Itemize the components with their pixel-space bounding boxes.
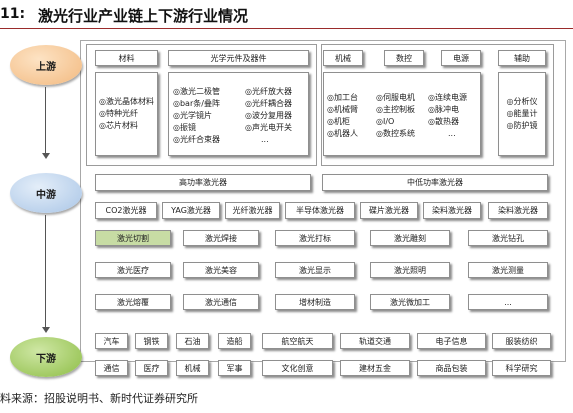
industry-electronics: 电子信息 [417,333,486,349]
industry-textile: 服装纺织 [492,333,551,349]
laser-type-disk: 碟片激光器 [360,202,418,219]
optics-details-box: ◎激光二极管 ◎bar条/叠阵 ◎光学镜片 ◎振镜 ◎光纤合束器 ◎光纤放大器 … [168,72,309,156]
application-laser-communication: 激光通信 [183,294,259,310]
category-materials: 材料 [95,50,158,66]
figure-number: 11: [0,6,26,22]
category-auxiliary: 辅助 [498,50,546,66]
category-cnc: 数控 [384,50,424,66]
power-item: ... [448,129,456,138]
aux-item: ◎防护镜 [506,121,538,130]
cnc-item: ◎主控制板 [376,105,415,114]
application-laser-medical: 激光医疗 [95,262,171,278]
industry-military: 军事 [218,360,251,376]
cnc-item: ◎数控系统 [376,129,415,138]
optics-item: ◎bar条/叠阵 [173,99,220,108]
optics-item: ◎光纤耦合器 [245,99,292,108]
optics-item: ◎声光电开关 [245,123,292,132]
power-item: ◎连续电源 [428,93,467,102]
optics-item: ◎振镜 [173,123,196,132]
application-laser-drilling: 激光钻孔 [468,230,548,246]
industry-aerospace: 航空航天 [262,333,333,349]
stage-midstream-label: 中游 [36,189,56,201]
mid-low-power-lasers: 中低功率激光器 [322,174,548,191]
application-laser-engraving: 激光雕刻 [370,230,450,246]
category-optics: 光学元件及器件 [168,50,309,66]
stage-upstream: 上游 [10,45,82,85]
figure-title: 激光行业产业链上下游行业情况 [38,7,249,25]
laser-type-fiber: 光纤激光器 [225,202,280,219]
optics-item: ◎激光二极管 [173,87,220,96]
mech-item: ◎机械臂 [327,105,358,114]
industry-research: 科学研究 [492,360,551,376]
materials-item: ◎激光晶体材料 [99,97,154,106]
industry-culture: 文化创意 [262,360,333,376]
mech-item: ◎机柜 [327,117,350,126]
category-mechanical: 机械 [323,50,363,66]
title-divider [0,28,573,29]
power-item: ◎散热器 [428,117,459,126]
mech-item: ◎加工台 [327,93,358,102]
arrow-mid-to-down [45,215,46,327]
laser-type-dye: 染料激光器 [423,202,481,219]
laser-type-semiconductor: 半导体激光器 [285,202,355,219]
mech-cnc-power-details-box: ◎加工台 ◎机械臂 ◎机柜 ◎机器人 ◎伺服电机 ◎主控制板 ◎I/O ◎数控系… [323,72,481,156]
auxiliary-details-box: ◎分析仪 ◎能量计 ◎防护镜 [498,72,546,156]
laser-type-co2: CO2激光器 [95,202,157,219]
application-laser-cutting: 激光切割 [95,230,171,246]
arrow-up-to-mid [45,87,46,153]
cnc-item: ◎伺服电机 [376,93,415,102]
industry-building-materials: 建材五金 [340,360,410,376]
aux-item: ◎分析仪 [506,97,538,106]
application-laser-lighting: 激光照明 [370,262,450,278]
power-item: ◎脉冲电 [428,105,459,114]
industry-telecom: 通信 [95,360,128,376]
industry-steel: 钢铁 [135,333,168,349]
application-additive-manufacturing: 增材制造 [275,294,355,310]
application-laser-cladding: 激光熔覆 [95,294,171,310]
stage-downstream: 下游 [10,337,82,377]
aux-item: ◎能量计 [506,109,538,118]
figure-header: 11: 激光行业产业链上下游行业情况 [0,0,573,30]
arrow-head-1 [42,153,50,159]
industry-rail: 轨道交通 [340,333,410,349]
mech-item: ◎机器人 [327,129,358,138]
industry-auto: 汽车 [95,333,128,349]
industry-packaging: 商品包装 [417,360,486,376]
application-more: ... [468,294,548,310]
optics-item: ... [261,135,269,144]
optics-item: ◎光纤合束器 [173,135,220,144]
materials-details-box: ◎激光晶体材料 ◎特种光纤 ◎芯片材料 [95,72,158,156]
high-power-lasers: 高功率激光器 [95,174,311,191]
materials-item: ◎芯片材料 [99,121,138,130]
application-laser-marking: 激光打标 [275,230,355,246]
industry-medical: 医疗 [135,360,168,376]
stage-midstream: 中游 [10,173,82,213]
industry-shipbuilding: 造船 [218,333,251,349]
optics-item: ◎光纤放大器 [245,87,292,96]
cnc-item: ◎I/O [376,117,395,126]
application-laser-measurement: 激光测量 [468,262,548,278]
application-laser-micromachining: 激光微加工 [370,294,450,310]
stage-upstream-label: 上游 [36,61,56,73]
industry-machinery: 机械 [176,360,209,376]
source-note: 料来源：招股说明书、新时代证券研究所 [0,392,198,405]
arrow-head-2 [42,327,50,333]
category-power: 电源 [441,50,481,66]
laser-type-dye-2: 染料激光器 [488,202,548,219]
application-laser-display: 激光显示 [275,262,355,278]
application-laser-beauty: 激光美容 [183,262,259,278]
laser-type-yag: YAG激光器 [162,202,220,219]
materials-item: ◎特种光纤 [99,109,138,118]
optics-item: ◎光学镜片 [173,111,212,120]
industry-petroleum: 石油 [176,333,209,349]
stage-downstream-label: 下游 [36,353,56,365]
optics-item: ◎波分复用器 [245,111,292,120]
application-laser-welding: 激光焊接 [183,230,259,246]
